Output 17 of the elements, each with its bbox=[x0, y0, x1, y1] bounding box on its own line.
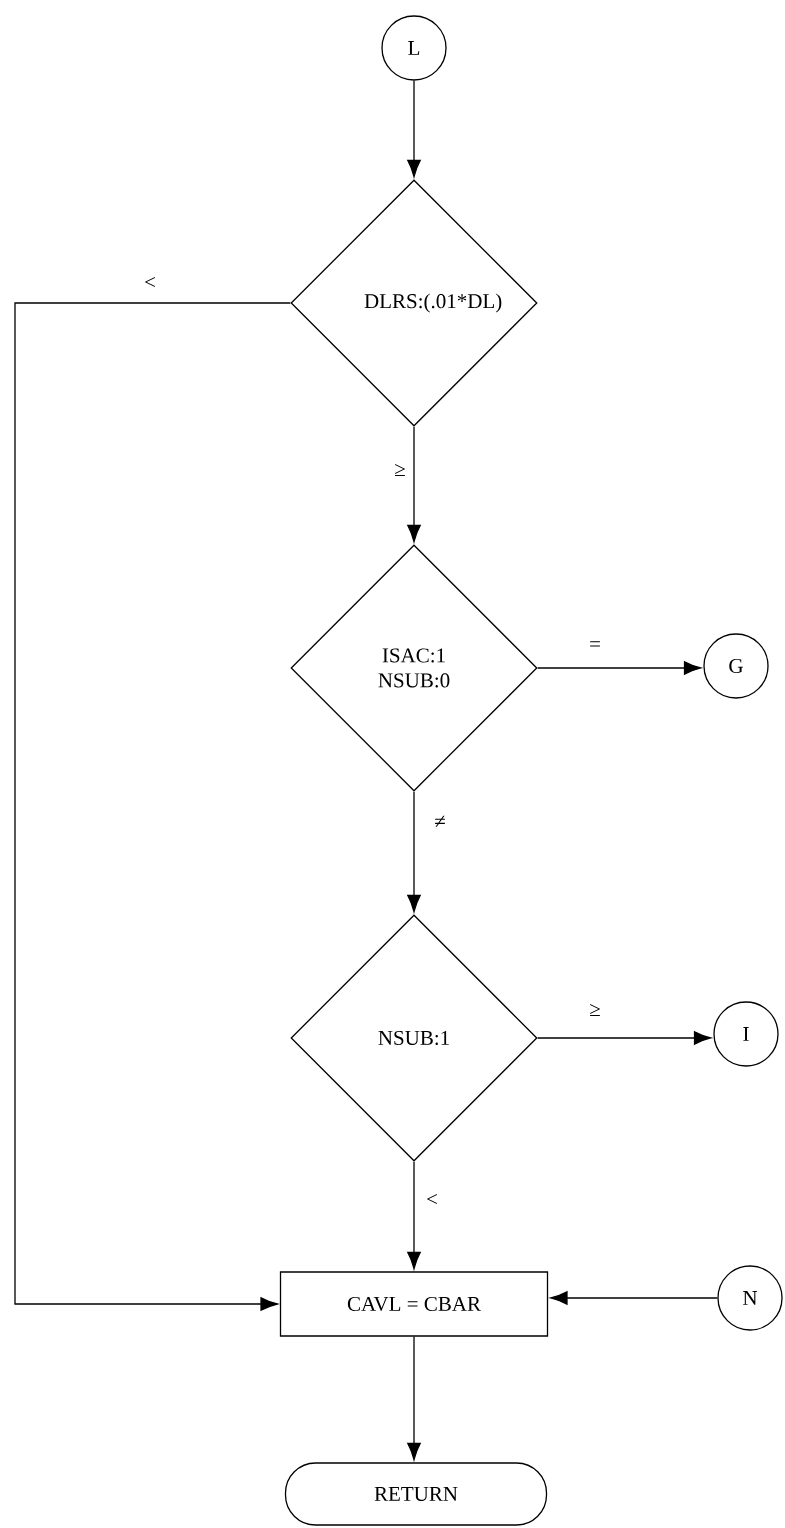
arrow bbox=[407, 1336, 421, 1461]
arrow bbox=[407, 791, 421, 913]
terminal-box: RETURN bbox=[284, 1462, 548, 1526]
arrow bbox=[407, 426, 421, 543]
edge-label: ≥ bbox=[393, 462, 407, 477]
arrow bbox=[14, 302, 291, 1311]
edge-label: < bbox=[425, 1193, 439, 1207]
arrow bbox=[407, 79, 421, 178]
edge-label: = bbox=[588, 640, 602, 652]
process-box: CAVL = CBAR bbox=[279, 1271, 549, 1337]
arrow bbox=[537, 1031, 712, 1045]
arrow bbox=[550, 1291, 718, 1305]
edge-label: ≠ bbox=[433, 814, 447, 830]
edge-label: ≥ bbox=[588, 1002, 602, 1017]
arrow bbox=[407, 1161, 421, 1270]
arrow bbox=[537, 661, 702, 675]
edge-label: < bbox=[143, 275, 157, 290]
